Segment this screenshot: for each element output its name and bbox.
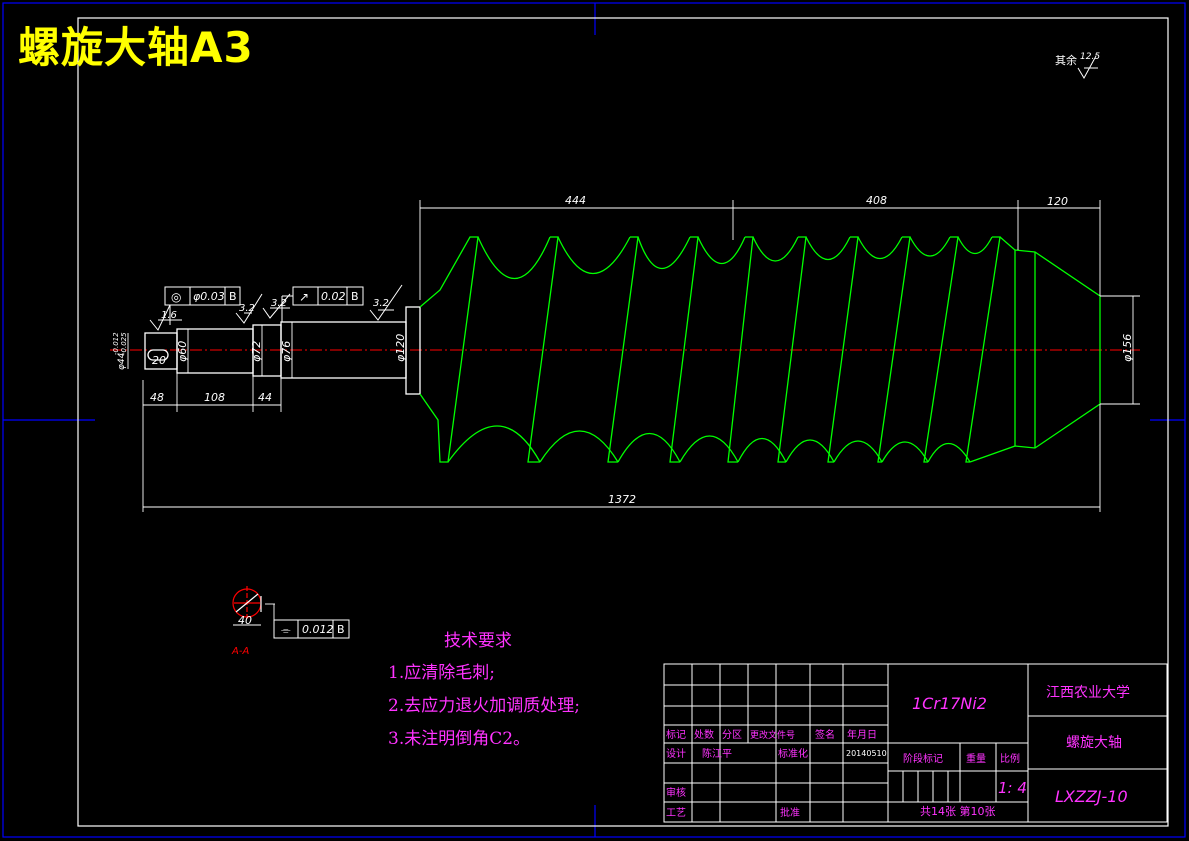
section-aa [232,586,275,626]
tb-sign: 签名 [815,728,835,741]
dia-120: φ120 [394,334,407,362]
drawing-border [77,17,1169,827]
title-block [663,663,1168,823]
tb-count: 处数 [694,728,714,741]
tb-material: 1Cr17Ni2 [912,694,987,713]
dia-60: φ60 [176,341,189,362]
tol-frame-2-value: 0.02 [321,290,346,303]
tb-process: 工艺 [666,807,686,819]
tb-scale: 1: 4 [998,779,1027,797]
drawing-title: 螺旋大轴A3 [18,23,254,72]
tol-lower: -0.025 [120,332,128,355]
tb-docno: 更改文件号 [750,729,795,741]
tech-requirement-2: 2.去应力退火加调质处理; [388,696,580,716]
dia-44: φ44 [117,352,127,370]
tb-design-date: 20140510 [846,749,887,758]
tb-design: 设计 [666,747,686,760]
roughness-4: 3.2 [373,298,389,309]
tb-school: 江西农业大学 [1046,685,1130,701]
tb-approve: 批准 [780,806,800,819]
tol-frame-1-datum: B [229,290,237,303]
tech-requirement-3: 3.未注明倒角C2。 [388,729,531,749]
section-label: A-A [231,646,249,657]
dia-72: φ72 [250,341,263,362]
tol-frame-3-symbol: ⌯ [281,623,291,637]
dim-108: 108 [204,391,225,404]
tb-date: 年月日 [847,728,877,741]
tb-ratio: 比例 [1000,752,1020,765]
screw-body [419,236,1101,463]
dimension-lines [127,200,1140,512]
tb-designer: 陈江平 [702,747,732,760]
dim-120: 120 [1047,195,1068,208]
dia-76: φ76 [280,341,293,362]
title-block-texts: 标记 处数 分区 更改文件号 签名 年月日 设计 陈江平 标准化 2014051… [666,685,1130,819]
tb-drawing-no: LXZZJ-10 [1055,787,1128,806]
tol-upper: -0.012 [112,332,120,355]
dim-444: 444 [565,194,586,207]
tb-review: 审核 [666,786,686,799]
dimension-texts: 444 408 120 48 108 44 1372 20 40 φ60 φ72… [112,52,1134,637]
roughness-1: 1.6 [161,310,177,321]
dim-40: 40 [238,614,252,627]
tol-frame-2-datum: B [351,290,359,303]
roughness-note-value: 12.5 [1080,52,1100,62]
dim-1372: 1372 [608,493,636,506]
dim-48: 48 [150,391,164,404]
tol-frame-2-symbol: ↗ [299,290,309,304]
tb-sheets: 共14张 第10张 [920,804,996,818]
tb-part-name: 螺旋大轴 [1066,735,1122,751]
tb-zone: 分区 [722,729,742,741]
tb-weight: 重量 [966,752,986,765]
tb-standard: 标准化 [778,747,808,760]
roughness-3: 3.2 [271,298,287,309]
dim-20: 20 [152,354,166,367]
tolerance-frames [164,286,364,639]
tol-frame-3-datum: B [337,623,345,636]
tol-frame-3-value: 0.012 [302,623,334,636]
dia-156: φ156 [1121,334,1134,362]
roughness-symbols [149,55,1098,331]
roughness-note-label: 其余 [1055,53,1077,67]
tb-stage: 阶段标记 [903,752,943,765]
tech-requirement-1: 1.应清除毛刺; [388,663,495,683]
dim-408: 408 [866,194,887,207]
tol-frame-1-symbol: ◎ [171,290,181,304]
dim-44: 44 [258,391,272,404]
tb-mark: 标记 [666,729,686,741]
roughness-2: 3.2 [239,303,255,314]
tol-frame-1-value: φ0.03 [193,290,225,303]
tech-requirements-heading: 技术要求 [444,631,512,651]
